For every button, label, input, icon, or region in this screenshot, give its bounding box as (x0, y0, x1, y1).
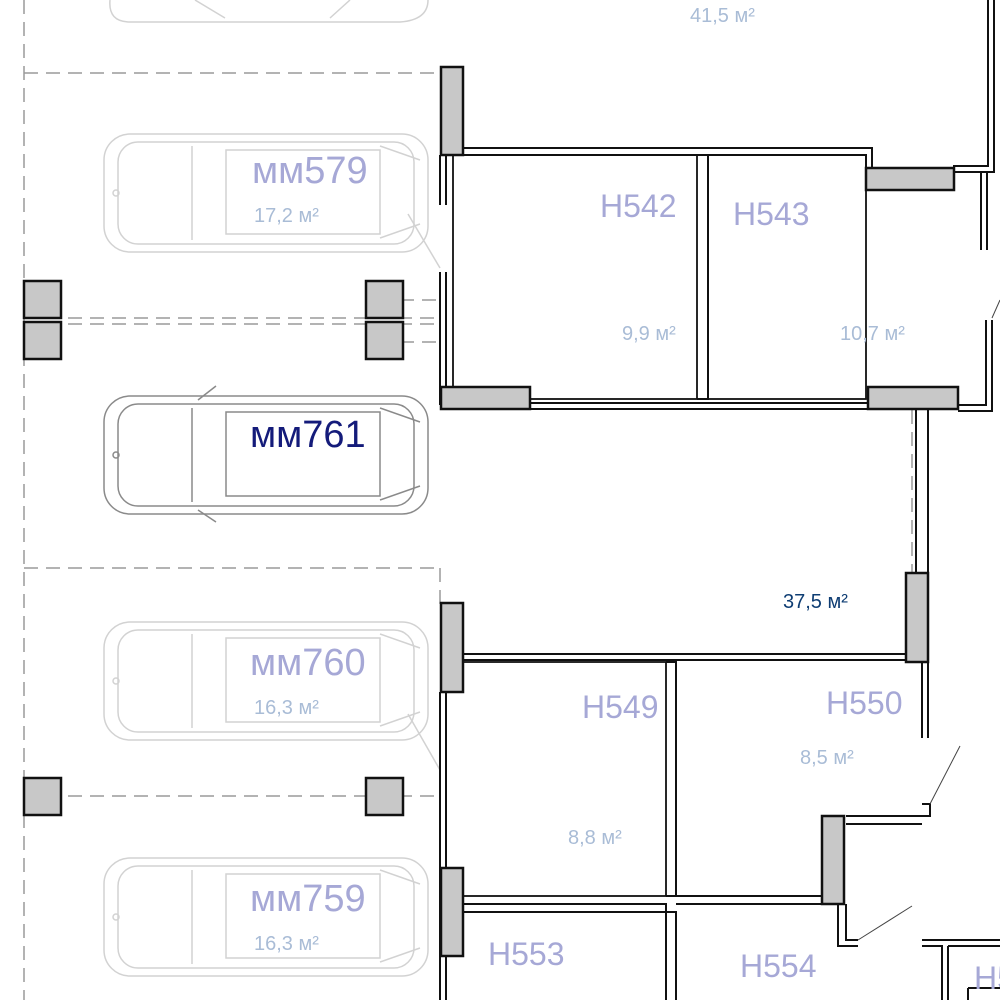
parking-space-area-mm579: 17,2 м² (254, 205, 319, 227)
parking-space-code-mm759[interactable]: мм759 (250, 878, 366, 920)
column (864, 166, 956, 192)
column (439, 601, 465, 694)
column (820, 814, 846, 906)
column (364, 776, 405, 817)
room-code-h553[interactable]: Н553 (488, 936, 565, 972)
parking-space-code-mm760[interactable]: мм760 (250, 642, 366, 684)
column (904, 571, 930, 664)
car-mm759 (103, 857, 429, 977)
car-mm760 (103, 621, 441, 771)
parking-space-area-mm760: 16,3 м² (254, 697, 319, 719)
column (439, 385, 532, 411)
parking-space-area-mm759: 16,3 м² (254, 933, 319, 955)
columns (22, 65, 960, 958)
room-code-h555[interactable]: Н5 (974, 962, 1000, 994)
column (439, 65, 465, 157)
column (22, 320, 63, 361)
room-area-h550: 8,5 м² (800, 747, 854, 769)
column (866, 385, 960, 411)
parking-boundaries (23, 0, 913, 1000)
car-top-partial (109, 0, 429, 23)
car-mm579 (103, 133, 441, 269)
column (22, 776, 63, 817)
room-code-h542[interactable]: Н542 (600, 188, 677, 224)
door-swings (857, 299, 1000, 941)
room-area-h549: 8,8 м² (568, 827, 622, 849)
column (364, 279, 405, 320)
room-code-h543[interactable]: Н543 (733, 196, 810, 232)
room-code-h549[interactable]: Н549 (582, 689, 659, 725)
top-room-area: 41,5 м² (690, 5, 755, 27)
room-area-h543: 10,7 м² (840, 323, 905, 345)
column (364, 320, 405, 361)
column (22, 279, 63, 320)
parking-space-code-mm761[interactable]: мм761 (250, 414, 366, 456)
column (439, 866, 465, 958)
room-area-h542: 9,9 м² (622, 323, 676, 345)
room-code-h550[interactable]: Н550 (826, 685, 903, 721)
car-mm761 (103, 385, 429, 523)
room-code-h554[interactable]: Н554 (740, 948, 817, 984)
walls (439, 0, 1000, 1000)
corridor-area: 37,5 м² (783, 591, 848, 613)
parking-space-code-mm579[interactable]: мм579 (252, 150, 368, 192)
